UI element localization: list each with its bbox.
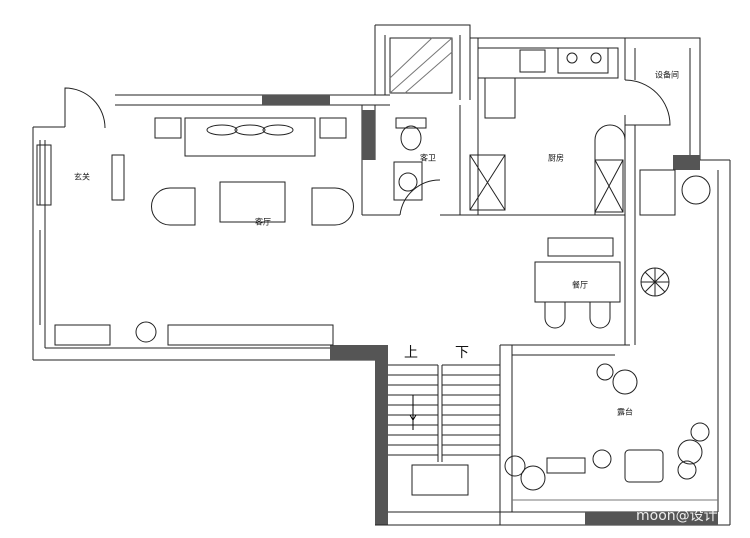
low-cabinet [54,324,111,346]
tv-cabinet [167,324,334,346]
doors [64,79,671,216]
watermark: moon@设计 [636,508,718,524]
armchair-right [311,187,354,226]
shower [389,37,453,94]
sofa [154,117,347,157]
dining-set [534,237,670,329]
kitchen-fixtures [469,47,626,215]
wash-basin [681,175,711,205]
staircase [388,364,500,496]
room-label-guest-bath: 客卫 [420,153,436,163]
entry-cabinet [36,144,52,206]
coffee-table [219,181,286,223]
walls [32,24,731,526]
bathroom-fixtures [393,117,427,201]
room-label-equipment: 设备间 [655,70,679,80]
armchair-left [151,187,196,226]
washer [639,169,676,216]
room-label-entry: 玄关 [74,172,90,182]
room-label-terrace: 露台 [617,407,633,417]
room-label-kitchen: 厨房 [548,153,564,163]
terrace-furniture [504,363,718,501]
stair-up-label: 上 [404,345,418,361]
stair-down-label: 下 [455,345,469,361]
shoe-cabinet [111,154,125,201]
plant [135,321,157,343]
room-label-living: 客厅 [255,217,271,227]
room-label-dining: 餐厅 [572,280,588,290]
